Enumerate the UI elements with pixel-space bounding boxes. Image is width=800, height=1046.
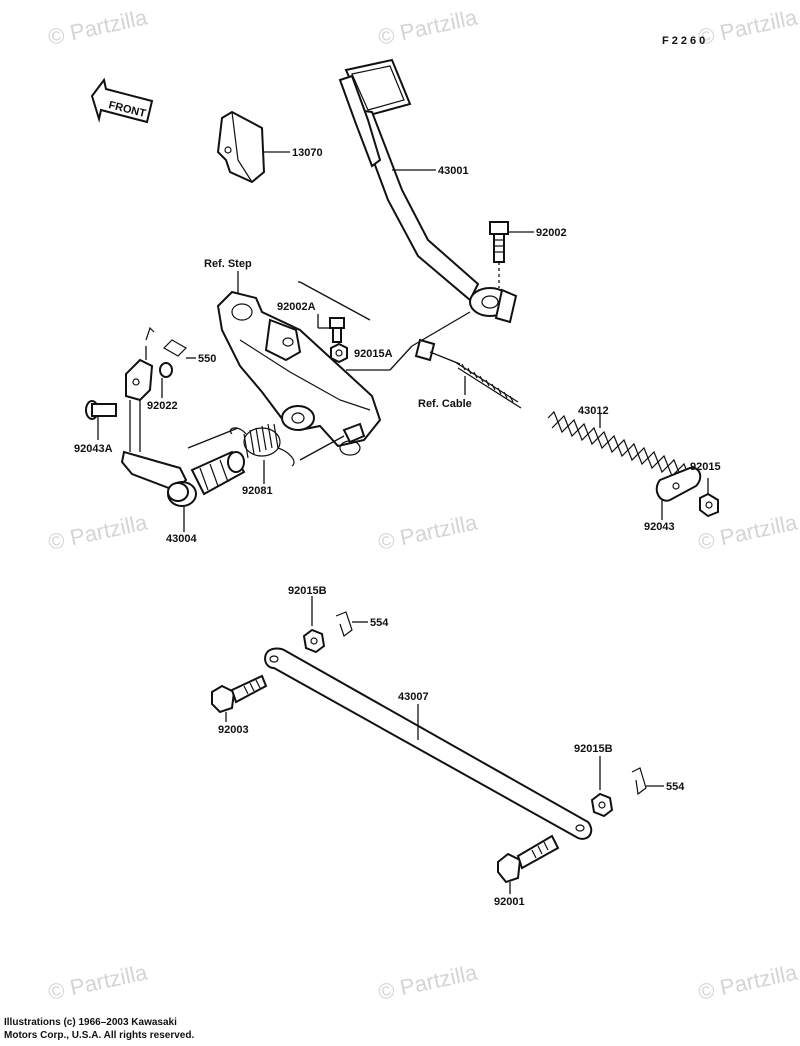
clip-554-bottom (631, 767, 664, 796)
clevis-92043 (655, 466, 702, 520)
bolt-92003 (211, 674, 268, 722)
ref-cable-label: Ref. Cable (418, 398, 472, 410)
figure-code: F2260 (662, 35, 708, 47)
spring-92081 (187, 423, 345, 484)
label-43004: 43004 (166, 533, 197, 545)
label-43001: 43001 (438, 165, 469, 177)
copyright-line-2: Motors Corp., U.S.A. All rights reserved… (4, 1030, 195, 1041)
label-92001: 92001 (494, 896, 525, 908)
label-92015B-top: 92015B (288, 585, 327, 597)
spring-43012 (547, 410, 693, 485)
bracket-13070 (216, 110, 290, 184)
nut-92015B-top (302, 596, 326, 654)
watermark: © Partzilla (376, 4, 480, 50)
watermark: © Partzilla (46, 4, 150, 50)
label-554-top: 554 (370, 617, 389, 629)
nut-92015B-bottom (590, 756, 614, 818)
label-92015: 92015 (690, 461, 721, 473)
watermark: © Partzilla (376, 959, 480, 1005)
bolt-92002 (489, 221, 534, 288)
rod-43007 (264, 647, 593, 840)
label-554-bottom: 554 (666, 781, 685, 793)
label-92015A: 92015A (354, 348, 393, 360)
nut-92015 (699, 478, 719, 518)
clevis-92043A (125, 326, 155, 452)
label-92043: 92043 (644, 521, 675, 533)
pin-550 (163, 339, 196, 359)
copyright-line-1: Illustrations (c) 1966–2003 Kawasaki (4, 1017, 177, 1028)
step-bracket (216, 281, 382, 456)
label-92081: 92081 (242, 485, 273, 497)
label-92043A: 92043A (74, 443, 113, 455)
clip-554-top (335, 611, 368, 637)
shaft-lever-43004 (120, 450, 246, 532)
watermark: © Partzilla (696, 509, 800, 555)
label-92002A: 92002A (277, 301, 316, 313)
label-92015B-bottom: 92015B (574, 743, 613, 755)
label-92003: 92003 (218, 724, 249, 736)
brake-pedal-43001 (338, 58, 518, 324)
label-43012: 43012 (578, 405, 609, 417)
watermark: © Partzilla (696, 959, 800, 1005)
watermark: © Partzilla (46, 509, 150, 555)
front-arrow-icon: FRONT (90, 77, 154, 124)
watermark: © Partzilla (696, 4, 800, 50)
bolt-92001 (497, 834, 560, 894)
nut-92015A (330, 342, 348, 364)
watermark-layer: © Partzilla © Partzilla © Partzilla © Pa… (46, 4, 800, 1005)
ref-step-label: Ref. Step (204, 258, 252, 270)
watermark: © Partzilla (46, 959, 150, 1005)
bolt-92002A (317, 314, 345, 343)
label-92002: 92002 (536, 227, 567, 239)
label-43007: 43007 (398, 691, 429, 703)
label-92022: 92022 (147, 400, 178, 412)
copyright-footer: Illustrations (c) 1966–2003 Kawasaki Mot… (4, 1016, 264, 1042)
label-13070: 13070 (292, 147, 323, 159)
watermark: © Partzilla (376, 509, 480, 555)
label-550: 550 (198, 353, 216, 365)
pin-92043A (85, 400, 117, 440)
washer-92022 (159, 362, 173, 398)
brake-cable (414, 338, 522, 409)
